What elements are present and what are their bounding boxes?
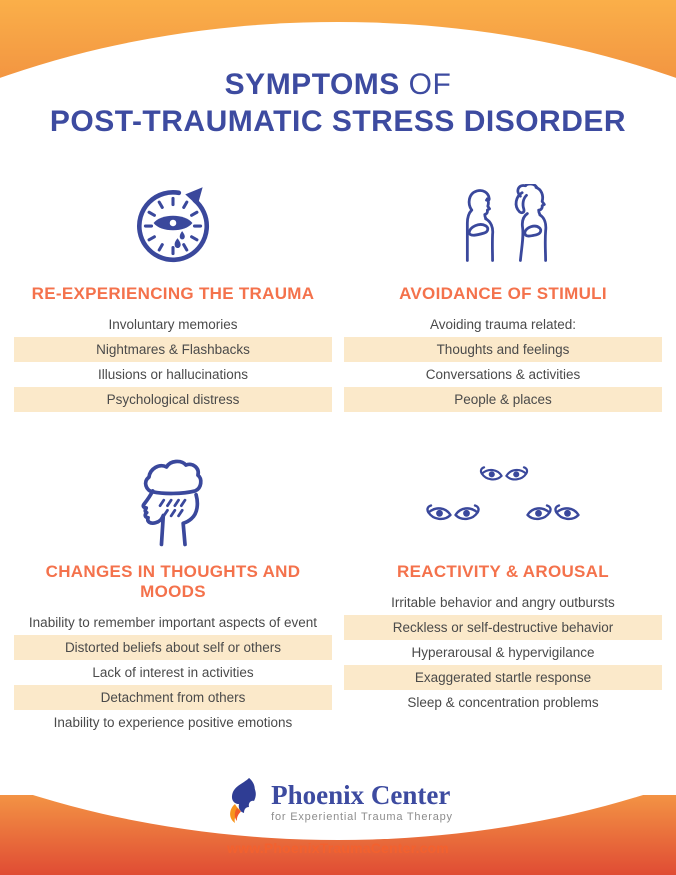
list-item: Illusions or hallucinations <box>97 367 249 382</box>
list-item: Reckless or self-destructive behavior <box>344 615 662 640</box>
list-item: Conversations & activities <box>425 367 581 382</box>
website-text: www.PhoenixTraumaCenter.com <box>227 840 449 856</box>
list-item: People & places <box>344 387 662 412</box>
man-woman-back-to-back-icon <box>465 184 548 262</box>
list-item: Inability to remember important aspects … <box>28 615 318 630</box>
list-item: Nightmares & Flashbacks <box>14 337 332 362</box>
footer: Phoenix Center for Experiential Trauma T… <box>0 777 676 856</box>
title-word-symptoms: SYMPTOMS <box>224 68 400 101</box>
watching-eyes-icon <box>426 466 580 521</box>
head-rain-cloud-icon <box>141 459 203 547</box>
list-item: Exaggerated startle response <box>344 665 662 690</box>
sections-grid: RE-EXPERIENCING THE TRAUMA Involuntary m… <box>14 184 662 735</box>
list-item: Lack of interest in activities <box>92 665 254 680</box>
symptom-list-reactivity: Irritable behavior and angry outbursts R… <box>344 590 662 715</box>
phoenix-center-logo: Phoenix Center for Experiential Trauma T… <box>0 777 676 827</box>
symptom-list-avoidance: Avoiding trauma related: Thoughts and fe… <box>344 312 662 412</box>
list-item: Psychological distress <box>14 387 332 412</box>
brand-name: Phoenix Center <box>271 779 451 810</box>
list-item: Avoiding trauma related: <box>429 317 577 332</box>
symptom-list-re-experiencing: Involuntary memories Nightmares & Flashb… <box>14 312 332 412</box>
section-heading-avoidance: AVOIDANCE OF STIMULI <box>399 284 607 303</box>
page-title: SYMPTOMS OF POST-TRAUMATIC STRESS DISORD… <box>0 0 676 140</box>
list-item: Irritable behavior and angry outbursts <box>391 595 615 610</box>
list-item: Distorted beliefs about self or others <box>14 635 332 660</box>
section-avoidance: AVOIDANCE OF STIMULI Avoiding trauma rel… <box>344 184 662 412</box>
symptom-list-changes: Inability to remember important aspects … <box>14 610 332 735</box>
section-heading-re-experiencing: RE-EXPERIENCING THE TRAUMA <box>31 284 315 303</box>
bottom-orange-arc-band <box>0 795 676 875</box>
list-item: Thoughts and feelings <box>344 337 662 362</box>
list-item: Involuntary memories <box>108 317 238 332</box>
section-heading-changes: CHANGES IN THOUGHTS AND MOODS <box>45 562 301 601</box>
section-changes-thoughts-moods: CHANGES IN THOUGHTS AND MOODS Inability … <box>14 454 332 735</box>
section-reactivity-arousal: REACTIVITY & AROUSAL Irritable behavior … <box>344 454 662 735</box>
phoenix-bird-flame-icon <box>230 778 256 823</box>
list-item: Sleep & concentration problems <box>407 695 599 710</box>
top-orange-arc-band <box>0 0 676 95</box>
title-word-of: OF <box>399 68 452 101</box>
page-title-line2: POST-TRAUMATIC STRESS DISORDER <box>49 105 627 138</box>
list-item: Hyperarousal & hypervigilance <box>411 645 595 660</box>
section-re-experiencing: RE-EXPERIENCING THE TRAUMA Involuntary m… <box>14 184 332 412</box>
page-title-line1: SYMPTOMS OF <box>0 66 676 103</box>
list-item: Detachment from others <box>14 685 332 710</box>
clock-eye-tear-icon <box>137 187 210 263</box>
brand-tagline: for Experiential Trauma Therapy <box>271 810 453 823</box>
section-heading-reactivity: REACTIVITY & AROUSAL <box>397 562 609 581</box>
list-item: Inability to experience positive emotion… <box>53 715 293 730</box>
